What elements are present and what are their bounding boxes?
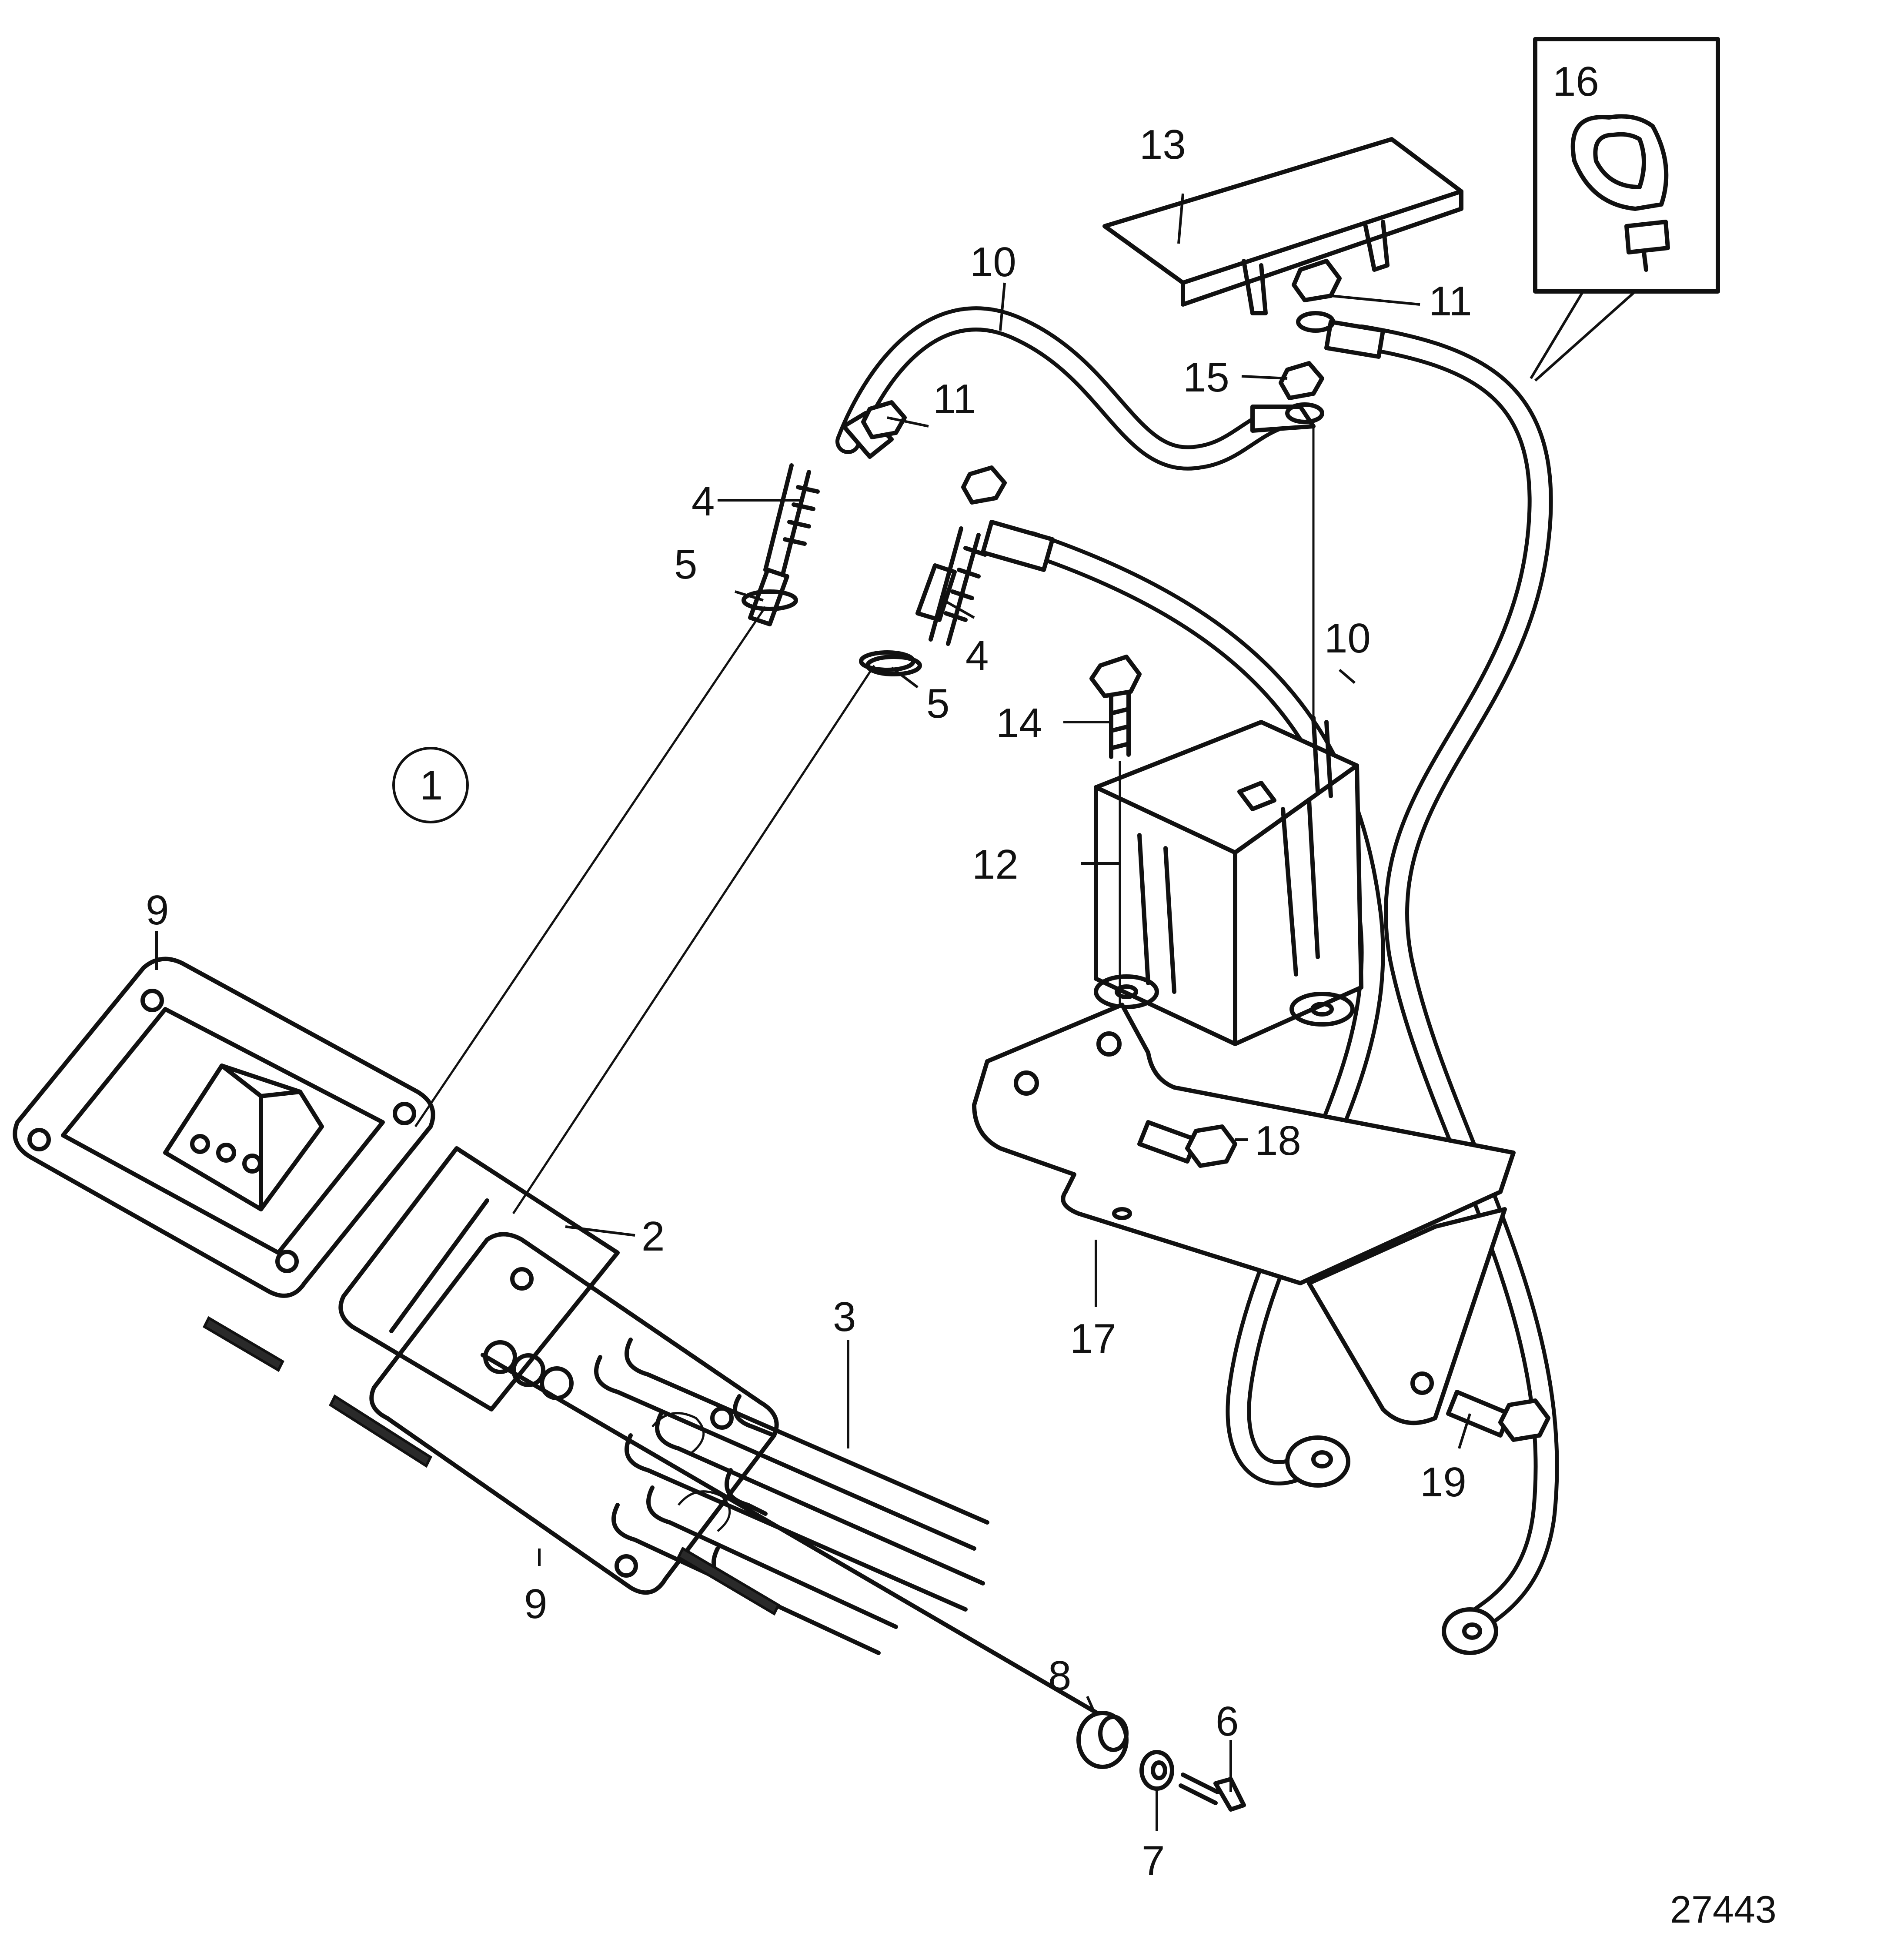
detail-label-16: 16	[1553, 58, 1599, 105]
view-marker: 1	[392, 747, 469, 823]
cable-tie-detail-inset	[1530, 37, 1720, 382]
callout-15: 15	[1183, 354, 1229, 401]
relay-cover	[1102, 137, 1463, 315]
view-marker-number: 1	[420, 762, 443, 809]
cable-lower-left	[981, 520, 1385, 1488]
callout-19: 19	[1420, 1459, 1466, 1505]
relay-box	[1089, 426, 1363, 1209]
heater-flange-assembly	[13, 957, 1116, 1725]
callout-2: 2	[641, 1213, 665, 1260]
cable-upper	[835, 306, 1316, 471]
callout-14: 14	[996, 700, 1042, 746]
callout-labels: 2 3 4 4 5 5 6 7 8 9 9 10 10 11 11 12 13 …	[146, 58, 1599, 1884]
rod-fasteners	[1076, 1711, 1246, 1812]
figure-number: 27443	[1670, 1888, 1777, 1931]
callout-5-upper: 5	[674, 541, 697, 588]
terminal-studs	[742, 463, 987, 676]
callout-4-lower: 4	[965, 632, 989, 679]
callout-7: 7	[1142, 1837, 1165, 1884]
callout-12: 12	[972, 841, 1019, 888]
leader-lines	[155, 193, 1471, 1831]
mounting-bracket	[972, 1003, 1550, 1442]
callout-3: 3	[833, 1294, 856, 1340]
cable-lower-right	[1324, 320, 1559, 1655]
callout-6: 6	[1216, 1698, 1239, 1745]
callout-10-upper: 10	[970, 239, 1016, 285]
callout-10-lower: 10	[1324, 615, 1371, 662]
callout-9-upper: 9	[146, 887, 169, 933]
callout-9-lower: 9	[524, 1581, 547, 1627]
callout-5-lower: 5	[926, 680, 949, 727]
callout-17: 17	[1070, 1315, 1116, 1362]
callout-13: 13	[1139, 121, 1186, 168]
callout-18: 18	[1255, 1117, 1301, 1164]
callout-11-left: 11	[933, 376, 976, 422]
callout-8: 8	[1048, 1652, 1071, 1699]
callout-11-right: 11	[1429, 278, 1472, 324]
callout-4-upper: 4	[691, 478, 715, 525]
